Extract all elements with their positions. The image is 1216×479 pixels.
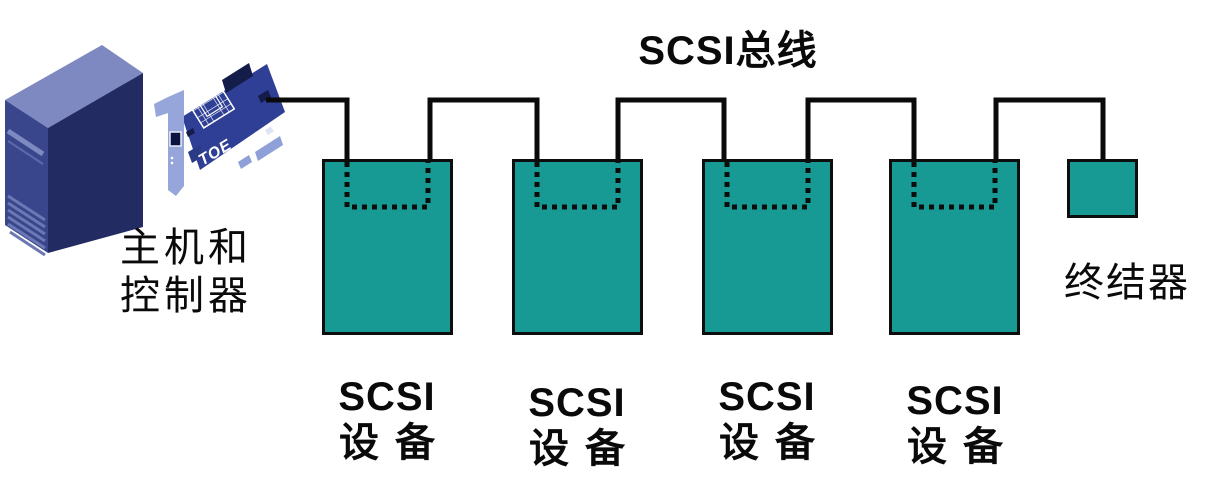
scsi-device-box-2 bbox=[512, 159, 643, 335]
device-label-cn: 设备 bbox=[339, 421, 451, 465]
internal-bus-dotted-path bbox=[724, 162, 811, 210]
card-bottom-tab bbox=[188, 145, 204, 163]
internal-bus-dotted-path bbox=[344, 162, 431, 210]
card-connector-notch bbox=[238, 155, 252, 169]
card-chip-small bbox=[258, 90, 271, 103]
diagram-title: SCSI总线 bbox=[638, 29, 818, 73]
device-label-en: SCSI bbox=[528, 381, 626, 425]
internal-bus-dotted-path bbox=[534, 162, 621, 210]
bus-cable-path bbox=[266, 97, 1106, 161]
scsi-device-label-3: SCSI 设备 bbox=[657, 374, 877, 466]
card-bracket bbox=[154, 90, 184, 196]
host-label-line1: 主机和 bbox=[120, 225, 252, 270]
card-chip-tiny bbox=[186, 128, 195, 137]
terminator-label: 终结器 bbox=[1064, 260, 1190, 305]
terminator-box bbox=[1067, 159, 1138, 218]
scsi-device-box-1 bbox=[322, 159, 453, 335]
scsi-device-box-3 bbox=[702, 159, 833, 335]
card-connector-fingers bbox=[255, 136, 283, 161]
device-label-cn: 设备 bbox=[529, 427, 641, 471]
device-label-en: SCSI bbox=[906, 379, 1004, 423]
toe-card-icon: TOE bbox=[154, 63, 285, 196]
scsi-device-label-1: SCSI 设备 bbox=[277, 374, 497, 466]
computer-tower-icon bbox=[5, 45, 143, 257]
bracket-port bbox=[169, 131, 182, 147]
card-white-chip bbox=[264, 126, 274, 136]
device-label-en: SCSI bbox=[338, 375, 436, 419]
scsi-device-label-2: SCSI 设备 bbox=[467, 380, 687, 472]
scsi-device-box-4 bbox=[889, 159, 1020, 335]
scsi-device-label-4: SCSI 设备 bbox=[845, 378, 1065, 470]
card-bga-grid bbox=[185, 80, 236, 129]
device-label-cn: 设备 bbox=[719, 421, 831, 465]
device-label-cn: 设备 bbox=[907, 425, 1019, 469]
tower-side-face bbox=[48, 73, 143, 253]
device-label-en: SCSI bbox=[718, 375, 816, 419]
host-label-line2: 控制器 bbox=[120, 273, 252, 318]
card-chip-large bbox=[222, 63, 253, 93]
host-graphic: TOE bbox=[5, 45, 285, 257]
tower-drive-bay bbox=[6, 128, 45, 157]
internal-bus-dotted-path bbox=[911, 162, 998, 210]
tower-top-face bbox=[5, 45, 143, 128]
card-pcb bbox=[182, 64, 285, 170]
host-controller-label: 主机和 控制器 bbox=[66, 224, 306, 320]
tower-drive-bay-2 bbox=[7, 140, 44, 165]
tower-vents bbox=[7, 194, 46, 257]
